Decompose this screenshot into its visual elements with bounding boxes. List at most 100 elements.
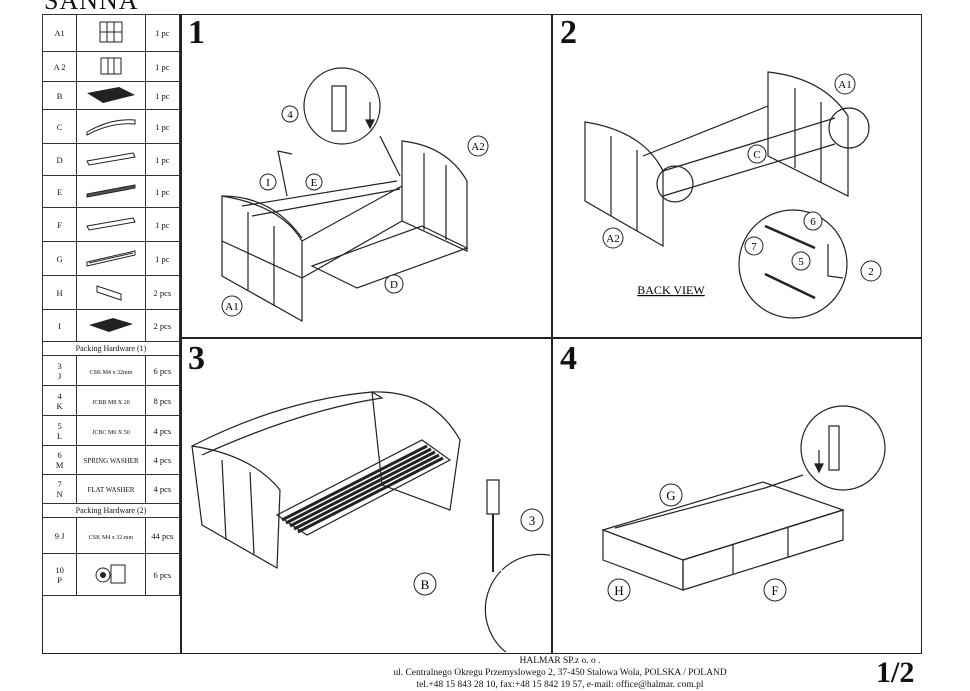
callout-label: B [421, 577, 430, 592]
back-view-caption: BACK VIEW [637, 283, 705, 297]
divider [551, 14, 553, 654]
part-a2-icon [76, 51, 146, 82]
footer-contact: tel.+48 15 843 28 10, fax:+48 15 842 19 … [416, 680, 704, 690]
part-qty: 1 pc [144, 109, 181, 144]
screw-icon: CSK M4 x 32 mm [76, 517, 146, 554]
screw-icon: CSK M4 x 32mm [76, 355, 146, 386]
part-qty: 1 pc [144, 51, 181, 82]
hardware-num: 6 [57, 450, 62, 460]
part-qty: 2 pcs [144, 275, 181, 310]
washer-icon: SPRING WASHER [76, 445, 146, 475]
footer-address: ul. Centralnego Okregu Przemyslowego 2, … [393, 668, 727, 678]
part-h-icon [76, 275, 146, 310]
part-qty: 1 pc [144, 175, 181, 208]
hardware-letter: J [57, 370, 62, 381]
hardware-letter: J [61, 530, 65, 541]
callout-label: 4 [287, 109, 293, 121]
part-code: G [41, 241, 78, 276]
hardware-num: 7 [57, 479, 62, 489]
step-number: 1 [188, 14, 205, 51]
part-qty: 2 pcs [144, 309, 181, 342]
part-code: H [41, 275, 78, 310]
part-f-icon [76, 207, 146, 242]
hardware-qty: 8 pcs [144, 385, 181, 416]
washer-icon: FLAT WASHER [76, 474, 146, 504]
hardware-letter: P [57, 574, 62, 585]
step1-illustration: 4 I E A2 D A1 [221, 67, 489, 323]
divider [180, 337, 922, 339]
bolt-icon: JCBB M8 X 20 [76, 385, 146, 416]
part-qty: 1 pc [144, 14, 181, 52]
callout-label: A2 [606, 233, 619, 245]
document-title: SANNA [44, 0, 139, 15]
step-number: 3 [188, 340, 205, 377]
part-code: C [41, 109, 78, 144]
callout-label: E [311, 177, 318, 189]
callout-label: I [266, 177, 270, 189]
part-qty: 1 pc [144, 207, 181, 242]
part-b-icon [76, 81, 146, 110]
part-qty: 1 pc [144, 143, 181, 176]
hardware-letter: K [56, 400, 63, 411]
hardware-num: 10 [55, 564, 64, 575]
hardware-qty: 4 pcs [144, 474, 181, 504]
part-code: F [41, 207, 78, 242]
callout-label: A2 [471, 141, 484, 153]
callout-label: A1 [838, 79, 851, 91]
hardware-label: JCBB M8 X 20 [92, 399, 130, 406]
part-i-icon [76, 309, 146, 342]
callout-label: F [771, 583, 778, 598]
callout-label: 2 [868, 266, 874, 278]
hardware-qty: 6 pcs [144, 355, 181, 386]
hardware-heading: Packing Hardware (1) [42, 341, 180, 356]
hardware-label: FLAT WASHER [87, 486, 135, 494]
part-qty: 1 pc [144, 81, 181, 110]
step4-illustration: G H F [601, 405, 886, 602]
hardware-label: CSK M4 x 32mm [89, 369, 133, 376]
hardware-qty: 4 pcs [144, 415, 181, 446]
part-code: E [41, 175, 78, 208]
step-number: 4 [560, 340, 577, 377]
hardware-heading: Packing Hardware (2) [42, 503, 180, 518]
hardware-label: CSK M4 x 32 mm [88, 534, 134, 541]
footer-company: HALMAR SP.z o. o . [519, 656, 601, 666]
part-code: A 2 [41, 51, 78, 82]
part-c-icon [76, 109, 146, 144]
step-number: 2 [560, 14, 577, 51]
hardware-qty: 4 pcs [144, 445, 181, 475]
hardware-label: JCBC M6 X 50 [92, 429, 130, 436]
callout-label: D [390, 279, 398, 291]
hardware-num: 9 [54, 530, 59, 541]
step3-illustration: 3 B [191, 391, 550, 652]
part-qty: 1 pc [144, 241, 181, 276]
part-code: A1 [41, 14, 78, 52]
hardware-num: 3 [57, 360, 62, 371]
hardware-letter: L [56, 430, 63, 441]
hardware-letter: N [56, 489, 63, 499]
callout-label: 7 [751, 241, 757, 253]
part-code: I [41, 309, 78, 342]
bolt-icon: JCBC M6 X 50 [76, 415, 146, 446]
hardware-letter: M [55, 460, 64, 470]
hardware-qty: 6 pcs [144, 553, 181, 596]
step2-illustration: A1 C A2 6 7 5 2 BACK VIEW [584, 71, 882, 319]
part-e-icon [76, 175, 146, 208]
hardware-qty: 44 pcs [144, 517, 181, 554]
callout-label: G [666, 488, 675, 503]
caster-icon [76, 553, 146, 596]
hardware-num: 4 [57, 390, 62, 401]
callout-label: C [753, 149, 760, 161]
callout-label: 6 [810, 216, 816, 228]
callout-label: A1 [225, 301, 238, 313]
page-number: 1/2 [876, 656, 915, 689]
hardware-code: 9 J [41, 517, 78, 554]
footer: HALMAR SP.z o. o . ul. Centralnego Okreg… [300, 655, 820, 691]
part-d-icon [76, 143, 146, 176]
callout-label: 5 [798, 256, 804, 268]
